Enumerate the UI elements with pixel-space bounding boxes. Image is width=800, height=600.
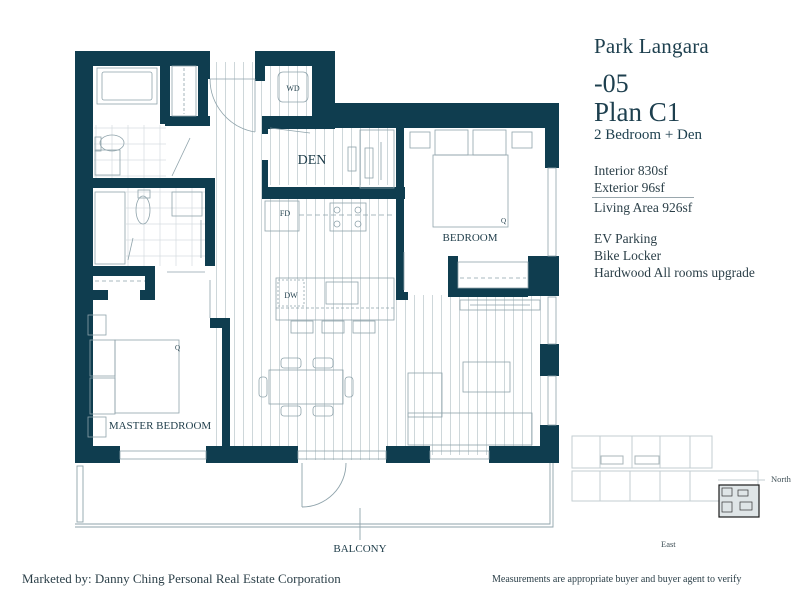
master-bed <box>87 314 180 438</box>
exterior-area: Exterior 96sf <box>594 180 665 195</box>
fridge-label: FD <box>280 209 290 218</box>
wd-label: WD <box>286 84 300 93</box>
balcony-label: BALCONY <box>333 543 386 555</box>
features-list: EV Parking Bike Locker Hardwood All room… <box>594 230 794 281</box>
kitchen <box>264 200 395 334</box>
key-plan-unit-highlight <box>718 484 760 518</box>
washer-dryer <box>269 71 311 134</box>
plan-name: Plan C1 <box>594 97 681 127</box>
balcony-outline <box>75 462 554 540</box>
den-label: DEN <box>298 153 327 168</box>
ensuite-tile-floor <box>126 188 206 266</box>
den-desk <box>347 129 395 189</box>
bedroom-bed <box>403 129 533 290</box>
disclaimer: Measurements are appropriate buyer and b… <box>492 574 742 585</box>
bed-size-q: Q <box>501 217 506 225</box>
unit-info-panel: Park Langara -05 Plan C1 2 Bedroom + Den… <box>592 34 794 281</box>
master-bedroom-label: MASTER BEDROOM <box>109 420 212 432</box>
marketed-by: Marketed by: Danny Ching Personal Real E… <box>22 571 341 586</box>
walls <box>75 51 559 463</box>
bathroom-fixtures <box>94 65 256 318</box>
dining-table <box>258 357 354 417</box>
living-furniture <box>407 299 541 446</box>
east-label: East <box>661 539 676 549</box>
feature-item: Hardwood All rooms upgrade <box>594 265 755 280</box>
living-area: Living Area 926sf <box>594 200 693 215</box>
area-summary: Interior 830sf Exterior 96sf Living Area… <box>592 162 794 216</box>
plan-type: 2 Bedroom + Den <box>594 127 703 143</box>
feature-item: EV Parking <box>594 231 658 246</box>
dishwasher-label: DW <box>284 291 298 300</box>
bedroom-label: BEDROOM <box>442 232 497 244</box>
unit-number: -05 <box>594 69 629 98</box>
project-name: Park Langara <box>594 34 709 58</box>
area-divider <box>592 197 694 198</box>
windows <box>119 167 557 460</box>
feature-item: Bike Locker <box>594 248 662 263</box>
bathroom-tile-floor <box>94 125 166 187</box>
interior-area: Interior 830sf <box>594 163 668 178</box>
north-label: North <box>771 474 791 484</box>
master-bed-size-q: Q <box>175 344 180 352</box>
